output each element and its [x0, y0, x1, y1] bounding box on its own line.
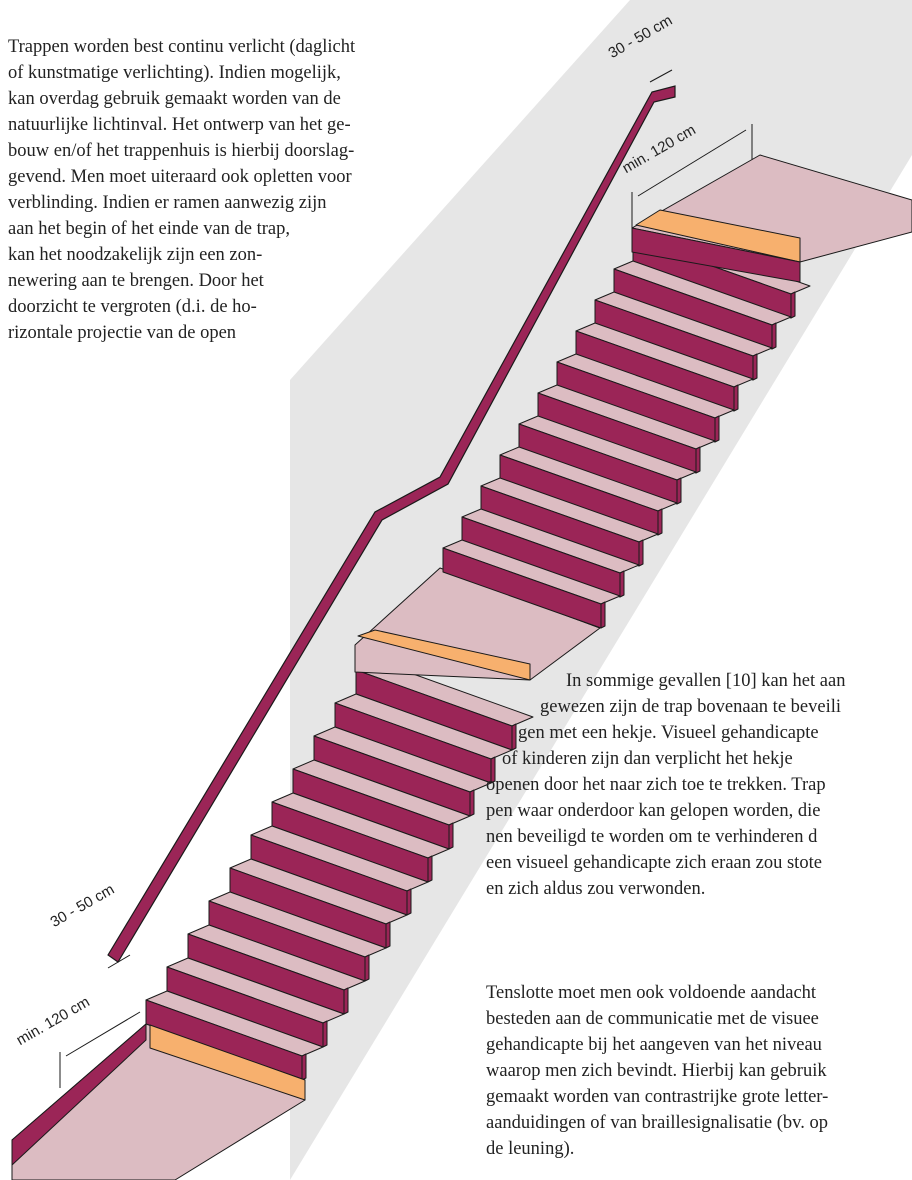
stair-side [364, 954, 370, 982]
text-line: verblinding. Indien er ramen aanwezig zi… [8, 193, 327, 213]
landing-edge [631, 227, 801, 283]
text-line: aanduidingen of van braillesignalisatie … [486, 1113, 828, 1133]
stair-side [322, 1020, 328, 1048]
stair-side [448, 822, 454, 850]
text-line: gemaakt worden van contrastrijke grote l… [486, 1087, 829, 1107]
stair-side [406, 888, 412, 916]
stair-side [657, 508, 663, 536]
stair-side [511, 723, 517, 751]
stair-side [695, 446, 701, 474]
text-line: waarop men zich bevindt. Hierbij kan geb… [486, 1061, 827, 1081]
text-line: newering aan te brengen. Door het [8, 271, 264, 291]
stair-side [771, 322, 777, 350]
text-line: kan overdag gebruik gemaakt worden van d… [8, 89, 341, 109]
text-line: gen met een hekje. Visueel gehandicapte [518, 723, 819, 743]
stair-side [638, 539, 644, 567]
stair-side [343, 987, 349, 1015]
text-line: een visueel gehandicapte zich eraan zou … [486, 853, 822, 873]
stair-side [469, 789, 475, 817]
stair-side [714, 415, 720, 443]
lower-flight [145, 660, 534, 1081]
text-line: kan het noodzakelijk zijn een zon- [8, 245, 263, 265]
handrail [107, 85, 676, 963]
contrast-strip [357, 629, 531, 681]
upper-flight [442, 229, 811, 629]
text-line: openen door het naar zich toe te trekken… [486, 775, 826, 795]
communication-paragraph: Tenslotte moet men ook voldoende aandach… [486, 980, 912, 1162]
text-line: bouw en/of het trappenhuis is hierbij do… [8, 141, 355, 161]
stair-side [752, 353, 758, 381]
text-line: gehandicapte bij het aangeven van het ni… [486, 1035, 822, 1055]
stair-side [490, 756, 496, 784]
stair-side [301, 1053, 307, 1081]
gate-paragraph: In sommige gevallen [10] kan het aan gew… [486, 668, 912, 902]
text-line: In sommige gevallen [10] kan het aan [566, 671, 846, 691]
text-line: doorzicht te vergroten (d.i. de ho- [8, 297, 257, 317]
text-line: Trappen worden best continu verlicht (da… [8, 37, 356, 57]
stair-side [427, 855, 433, 883]
intro-paragraph: Trappen worden best continu verlicht (da… [8, 34, 458, 346]
text-line: Tenslotte moet men ook voldoende aandach… [486, 983, 817, 1003]
stair-side [676, 477, 682, 505]
text-line: nen beveiligd te worden om te verhindere… [486, 827, 818, 847]
text-line: gewezen zijn de trap bovenaan te beveili [540, 697, 841, 717]
text-line: gevend. Men moet uiteraard ook opletten … [8, 167, 352, 187]
text-line: de leuning). [486, 1139, 575, 1159]
stair-side [619, 570, 625, 598]
landing-floor [354, 567, 601, 681]
text-line: pen waar onderdoor kan gelopen worden, d… [486, 801, 821, 821]
text-line: en zich aldus zou verwonden. [486, 879, 706, 899]
stair-side [385, 921, 391, 949]
stair-side [600, 601, 606, 629]
text-line: aan het begin of het einde van de trap, [8, 219, 291, 239]
stair-side [790, 291, 796, 319]
stair-side [733, 384, 739, 412]
text-line: rizontale projectie van de open [8, 323, 237, 343]
contrast-strip [149, 1024, 306, 1101]
top-landing [631, 154, 912, 283]
text-line: of kinderen zijn dan verplicht het hekje [502, 749, 793, 769]
text-line: of kunstmatige verlichting). Indien moge… [8, 63, 341, 83]
contrast-strip [635, 209, 801, 263]
dimension-lines [59, 69, 753, 1088]
text-line: natuurlijke lichtinval. Het ontwerp van … [8, 115, 351, 135]
text-line: besteden aan de communicatie met de visu… [486, 1009, 819, 1029]
